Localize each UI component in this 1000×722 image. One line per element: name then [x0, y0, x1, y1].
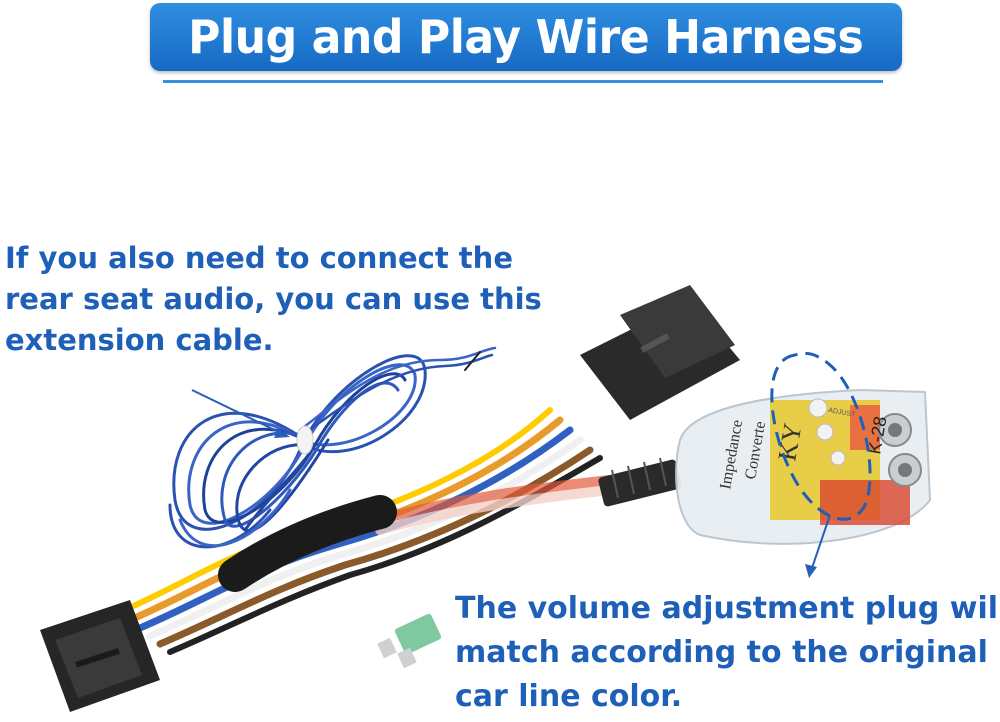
- arrow-icon: [191, 389, 290, 438]
- cable-tie: [296, 425, 314, 455]
- title-underline: [163, 80, 883, 83]
- callout-line: rear seat audio, you can use this: [5, 282, 542, 316]
- adjust-label: ADJUST: [828, 407, 857, 419]
- callout-line: The volume adjustment plug will: [455, 591, 1000, 626]
- impedance-converter: Impedance Converte KY K-28 ADJUST: [675, 388, 932, 545]
- arrow-icon: [805, 514, 831, 578]
- wire-sleeve: [218, 495, 397, 592]
- fuse-icon: [377, 613, 442, 669]
- highlight-ellipse: [770, 351, 872, 521]
- callout-line: If you also need to connect the: [5, 241, 513, 275]
- callout-line: match according to the original: [455, 635, 988, 670]
- page-title: Plug and Play Wire Harness: [188, 10, 864, 64]
- strain-relief: [598, 457, 682, 507]
- extension-cable: [168, 346, 497, 549]
- callout-line: car line color.: [455, 679, 683, 714]
- connector-bottom: [40, 600, 160, 712]
- connector-top: [580, 285, 740, 420]
- extension-cable-callout: If you also need to connect the rear sea…: [5, 238, 575, 361]
- callout-line: extension cable.: [5, 323, 274, 357]
- volume-plug-callout: The volume adjustment plug will match ac…: [455, 587, 1000, 719]
- title-banner: Plug and Play Wire Harness: [150, 3, 902, 71]
